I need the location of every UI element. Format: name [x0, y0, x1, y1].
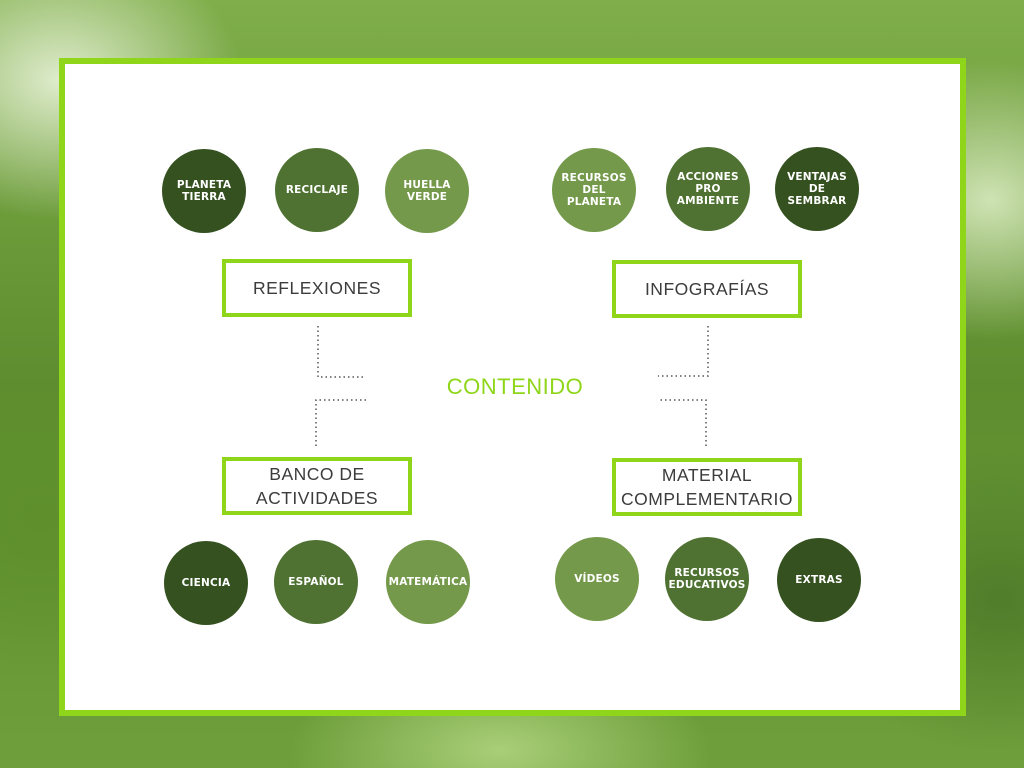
- node-reciclaje[interactable]: RECICLAJE: [275, 148, 359, 232]
- node-acciones-pro-ambiente[interactable]: ACCIONES PRO AMBIENTE: [666, 147, 750, 231]
- node-videos[interactable]: VÍDEOS: [555, 537, 639, 621]
- node-recursos-del-planeta[interactable]: RECURSOS DEL PLANETA: [552, 148, 636, 232]
- connector-infografias: [658, 326, 709, 377]
- node-planeta-tierra[interactable]: PLANETA TIERRA: [162, 149, 246, 233]
- node-extras[interactable]: EXTRAS: [777, 538, 861, 622]
- connector-material: [658, 399, 707, 446]
- center-title: CONTENIDO: [446, 374, 584, 399]
- category-material-complementario[interactable]: MATERIAL COMPLEMENTARIO: [612, 458, 802, 516]
- node-recursos-educativos[interactable]: RECURSOS EDUCATIVOS: [665, 537, 749, 621]
- category-banco-de-actividades[interactable]: BANCO DE ACTIVIDADES: [222, 457, 412, 515]
- node-espanol[interactable]: ESPAÑOL: [274, 540, 358, 624]
- category-infografias[interactable]: INFOGRAFÍAS: [612, 260, 802, 318]
- connector-banco: [315, 399, 366, 446]
- category-reflexiones[interactable]: REFLEXIONES: [222, 259, 412, 317]
- node-huella-verde[interactable]: HUELLA VERDE: [385, 149, 469, 233]
- connector-reflexiones: [317, 326, 366, 378]
- node-matematica[interactable]: MATEMÁTICA: [386, 540, 470, 624]
- node-ventajas-de-sembrar[interactable]: VENTAJAS DE SEMBRAR: [775, 147, 859, 231]
- node-ciencia[interactable]: CIENCIA: [164, 541, 248, 625]
